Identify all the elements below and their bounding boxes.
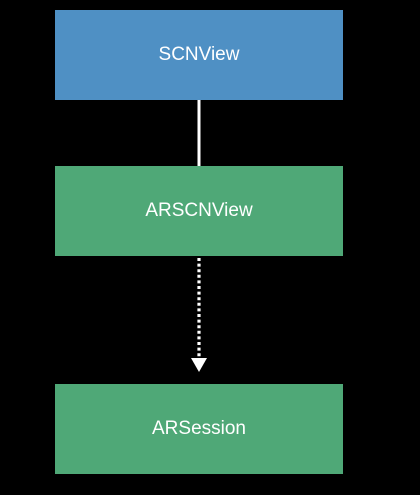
node-label-arsession: ARSession xyxy=(152,418,246,439)
node-arscnview: ARSCNView xyxy=(55,166,343,256)
node-label-arscnview: ARSCNView xyxy=(145,200,253,221)
arrowhead-icon xyxy=(191,358,207,372)
node-scnview: SCNView xyxy=(55,10,343,100)
node-label-scnview: SCNView xyxy=(158,44,240,65)
node-arsession: ARSession xyxy=(55,384,343,474)
